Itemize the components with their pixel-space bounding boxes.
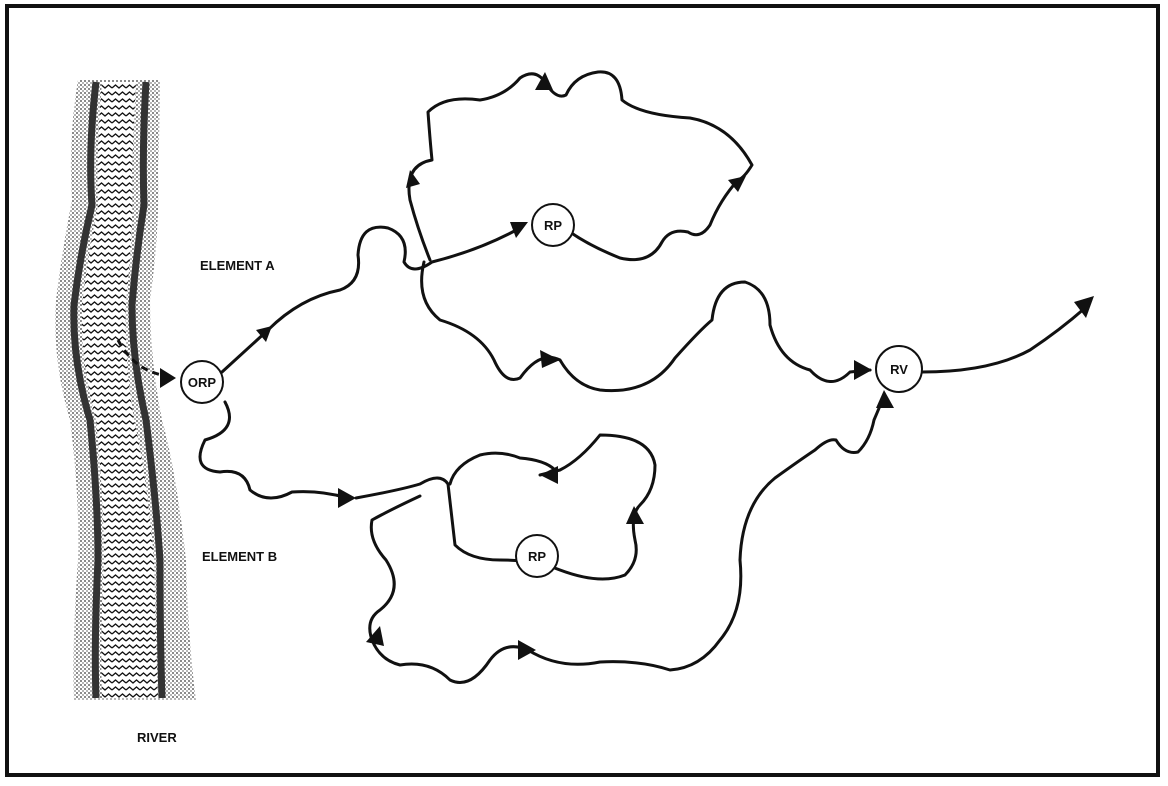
arrow-icon xyxy=(160,368,176,388)
element-a-label: ELEMENT A xyxy=(200,258,275,273)
rp-node-top: RP xyxy=(532,204,574,246)
orp-node: ORP xyxy=(181,361,223,403)
orp-label: ORP xyxy=(188,375,217,390)
arrow-icon xyxy=(518,640,536,660)
element-b-label: ELEMENT B xyxy=(202,549,277,564)
rv-node: RV xyxy=(876,346,922,392)
element-a-route-out xyxy=(222,227,520,372)
arrow-icon xyxy=(540,350,560,368)
river-graphic xyxy=(55,80,196,700)
rv-label: RV xyxy=(890,362,908,377)
arrow-icon xyxy=(854,360,872,380)
element-b-route-out xyxy=(200,402,348,498)
arrow-icon xyxy=(876,390,894,408)
arrow-icon xyxy=(338,488,356,508)
river-label: RIVER xyxy=(137,730,177,745)
arrow-icon xyxy=(626,506,644,524)
rp-bottom-label: RP xyxy=(528,549,546,564)
element-b-loop xyxy=(356,435,655,579)
rp-top-label: RP xyxy=(544,218,562,233)
element-a-loop-north xyxy=(409,72,752,260)
rp-node-bottom: RP xyxy=(516,535,558,577)
element-a-route-south xyxy=(422,262,870,391)
arrow-icon xyxy=(510,222,528,238)
exit-route xyxy=(922,308,1085,372)
